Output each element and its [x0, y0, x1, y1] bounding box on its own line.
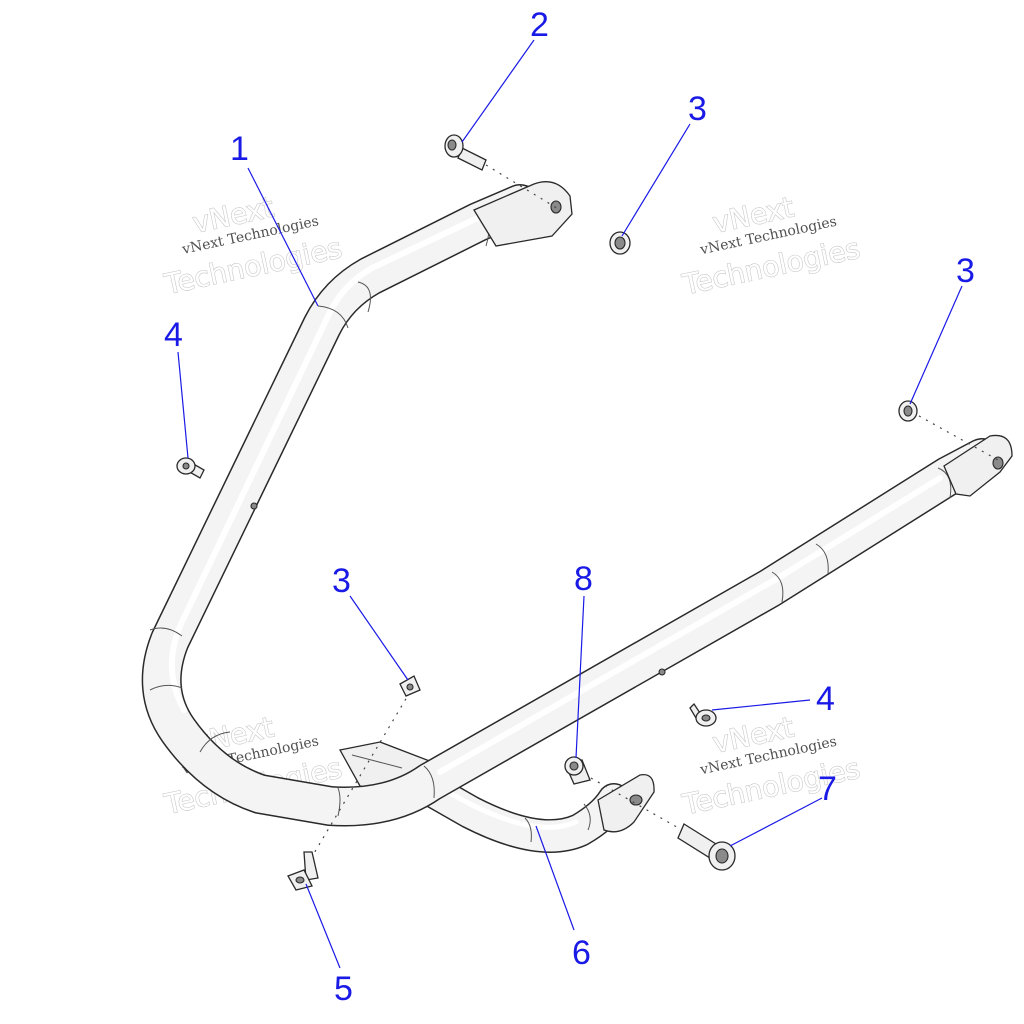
part-2-bolt: [444, 134, 487, 171]
callout-4-left: 4: [164, 316, 183, 354]
callout-labels: 1 2 3 3 3 4 4 5 6 7 8: [164, 6, 975, 1008]
assembly-axis-lines: [309, 164, 999, 861]
part-3-nut-top: [609, 231, 631, 255]
callout-3-center: 3: [332, 562, 351, 600]
callout-1: 1: [230, 130, 249, 168]
callout-5: 5: [334, 970, 353, 1008]
callout-8: 8: [574, 560, 593, 598]
watermark-top-left: vNext vNext Technologies Technologies: [160, 190, 345, 302]
callout-6: 6: [572, 934, 591, 972]
callout-4-right: 4: [816, 680, 835, 718]
part-7-bolt: [677, 823, 736, 871]
callout-7: 7: [818, 770, 837, 808]
watermark-top-right: vNext vNext Technologies Technologies: [678, 190, 863, 302]
leader-lines: [177, 39, 963, 969]
part-8-spacer: [564, 756, 591, 785]
part-5-bolt: [287, 851, 319, 891]
part-4-bolt-left: [176, 457, 205, 479]
part-4-bolt-right: [689, 702, 717, 727]
callout-3-right: 3: [956, 252, 975, 290]
callout-3-top: 3: [688, 90, 707, 128]
part-1-bumper-tube: [141, 181, 1013, 827]
part-3-nut-center: [399, 675, 421, 697]
callout-2: 2: [530, 6, 549, 44]
part-3-nut-right: [898, 400, 918, 422]
